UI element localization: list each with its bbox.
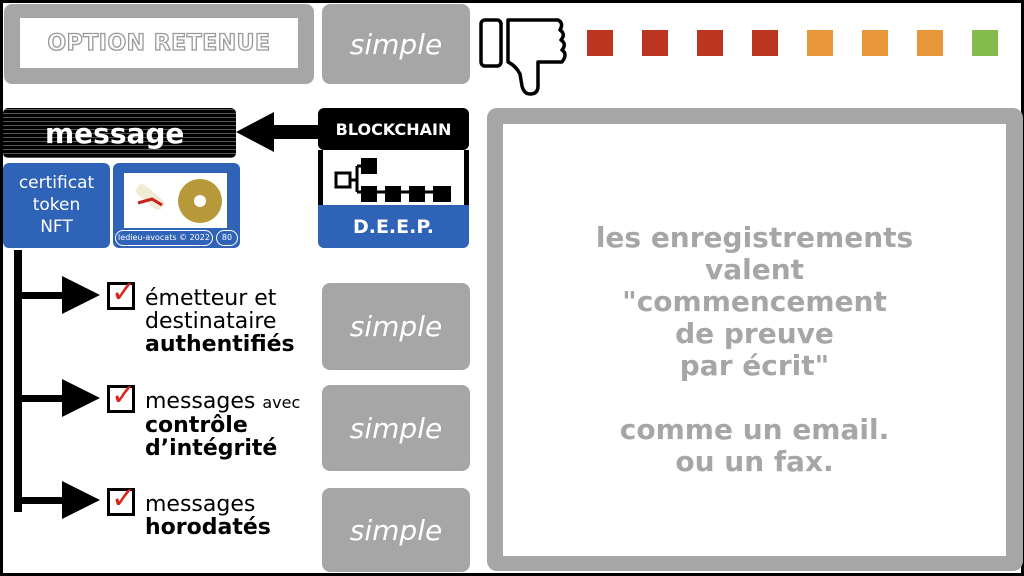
item-small: avec	[262, 393, 301, 412]
blockchain-frame	[318, 150, 469, 207]
panel-line: comme un email.	[619, 413, 890, 446]
item-text: messages	[145, 492, 256, 517]
branch-line	[18, 497, 68, 504]
item-authentication: émetteur et destinataire authentifiés	[145, 287, 295, 356]
rating-square	[862, 30, 888, 56]
arrow-right-icon	[62, 379, 100, 417]
rating-square	[752, 30, 778, 56]
credit-label: ledieu-avocats © 2022	[115, 230, 213, 246]
panel-line: par écrit"	[679, 349, 830, 382]
panel-line: "commencement	[622, 285, 887, 318]
conclusion-text: les enregistrements valent "commencement…	[503, 124, 1006, 556]
item-value: simple	[322, 283, 470, 370]
item-text: émetteur et	[145, 286, 277, 311]
item-bold: contrôle	[145, 413, 248, 438]
cert-line: token	[32, 195, 81, 215]
item-bold: horodatés	[145, 515, 271, 540]
branch-line	[18, 395, 68, 402]
certificate-box: certificat token NFT	[3, 163, 110, 248]
item-integrity: messages avec contrôle d’intégrité	[145, 390, 300, 460]
rating-square	[697, 30, 723, 56]
panel-line: les enregistrements	[595, 221, 914, 254]
item-bold: d’intégrité	[145, 436, 278, 461]
panel-line: valent	[704, 253, 805, 286]
token-image-box: ledieu-avocats © 2022 80	[113, 163, 240, 248]
rating-square	[642, 30, 668, 56]
arrow-left-icon	[236, 112, 318, 152]
checkbox-checked-icon: ✓	[107, 275, 136, 310]
thumbs-down-icon	[479, 18, 567, 96]
item-value: simple	[322, 385, 470, 471]
rating-square	[917, 30, 943, 56]
panel-line: de preuve	[675, 317, 834, 350]
item-bold: authentifiés	[145, 332, 295, 357]
checkbox-checked-icon: ✓	[107, 481, 136, 516]
blockchain-label: BLOCKCHAIN	[318, 108, 469, 150]
message-box: message	[3, 108, 236, 158]
item-timestamp: messages horodatés	[145, 493, 271, 539]
arrow-right-icon	[62, 481, 100, 519]
item-text: messages	[145, 389, 256, 414]
page-number: 80	[216, 230, 238, 246]
option-value: simple	[322, 4, 470, 84]
deep-label: D.E.E.P.	[318, 205, 469, 248]
scroll-token-image	[124, 173, 227, 228]
checkbox-checked-icon: ✓	[107, 378, 136, 413]
option-label: OPTION RETENUE	[18, 16, 300, 70]
cert-line: NFT	[40, 217, 73, 237]
tree-line	[14, 250, 22, 512]
rating-square	[972, 30, 998, 56]
branch-line	[18, 292, 68, 299]
cert-line: certificat	[18, 173, 95, 193]
panel-line: ou un fax.	[675, 445, 834, 478]
item-value: simple	[322, 488, 470, 572]
rating-square	[587, 30, 613, 56]
item-text: destinataire	[145, 309, 277, 334]
chain-diagram-icon	[334, 158, 451, 202]
rating-square	[807, 30, 833, 56]
arrow-right-icon	[62, 276, 100, 314]
